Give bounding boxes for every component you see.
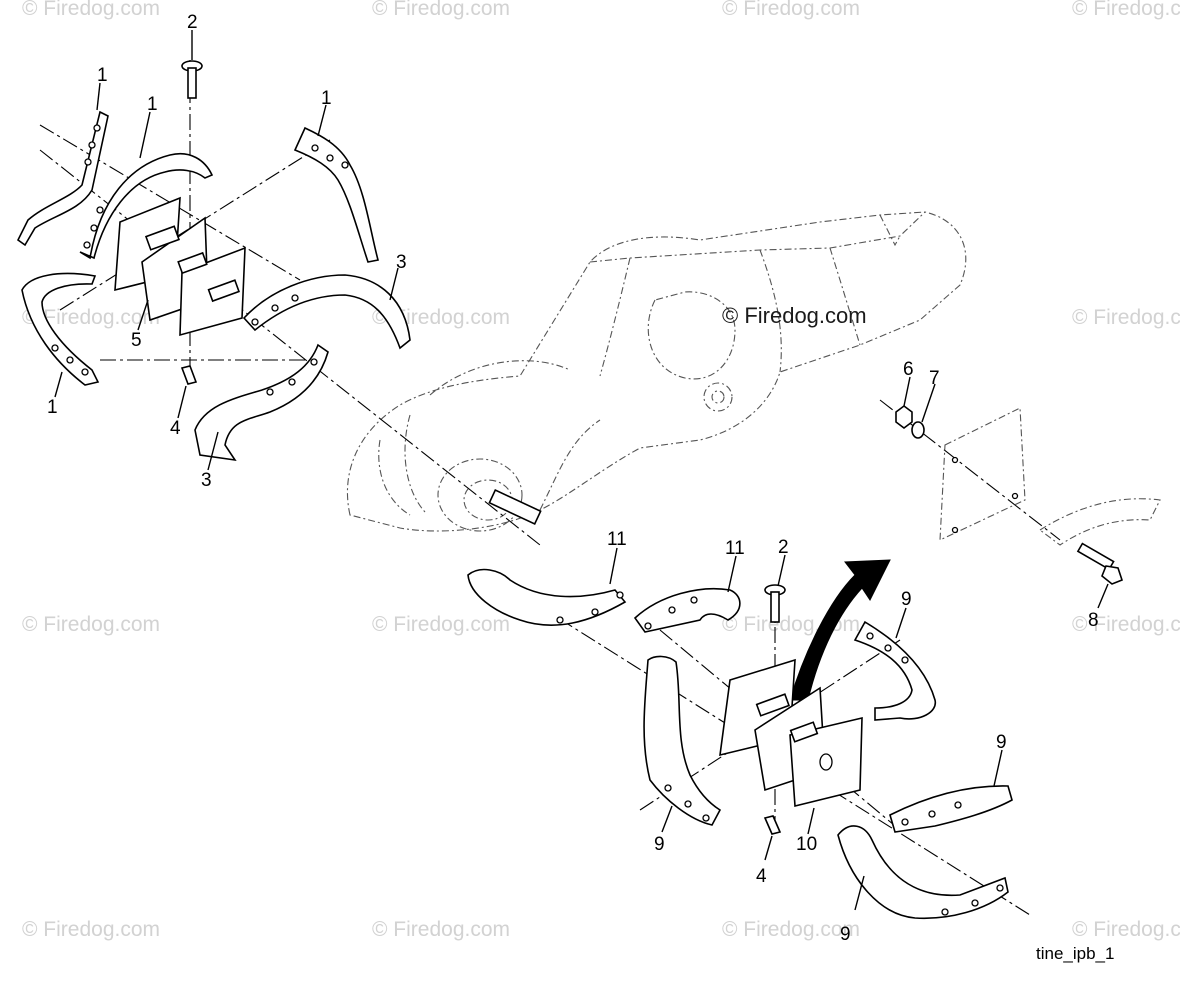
tine-part-1 [21, 272, 100, 386]
tine-part-1 [293, 126, 379, 263]
callout-3b: 3 [201, 470, 212, 491]
flange-plate-phantom [939, 407, 1026, 541]
tine-part-9 [837, 825, 1009, 920]
callout-9b: 9 [996, 732, 1007, 753]
assembly-axes [39, 60, 1061, 916]
clevis-pin-2 [181, 60, 203, 99]
callout-10: 10 [796, 834, 817, 855]
lock-washer-7 [911, 421, 925, 439]
tine-part-9 [643, 655, 722, 826]
rotation-arrow [789, 559, 891, 701]
callout-numbers: 1 1 1 1 2 2 3 3 4 4 5 6 7 8 9 9 9 9 10 1… [47, 12, 1099, 945]
callout-3a: 3 [396, 252, 407, 273]
watermark-center: © Firedog.com [722, 303, 867, 328]
callout-2a: 2 [187, 12, 198, 33]
diagram-code-label: tine_ipb_1 [1036, 944, 1115, 963]
right-tine-assembly [467, 489, 1013, 920]
callout-5: 5 [131, 330, 142, 351]
tine-part-3 [194, 343, 329, 462]
callout-9c: 9 [654, 834, 665, 855]
nut-6 [895, 405, 913, 429]
callout-7: 7 [929, 368, 940, 389]
callout-1a: 1 [97, 65, 108, 86]
callout-1d: 1 [47, 397, 58, 418]
callout-8: 8 [1088, 610, 1099, 631]
tine-part-9 [853, 620, 936, 721]
tine-part-9 [889, 785, 1013, 833]
callout-1c: 1 [321, 88, 332, 109]
tine-part-11 [633, 587, 741, 633]
callout-9a: 9 [901, 589, 912, 610]
callout-4b: 4 [756, 866, 767, 887]
clevis-pin-2 [764, 584, 786, 623]
callout-6: 6 [903, 359, 914, 380]
callout-11b: 11 [725, 538, 745, 559]
callout-9d: 9 [840, 924, 851, 945]
left-tine-assembly [16, 60, 411, 462]
hairpin-clip-4 [180, 365, 198, 385]
bolt-8 [1076, 542, 1123, 585]
tine-phantom [1039, 498, 1161, 546]
callout-1b: 1 [147, 94, 158, 115]
hardware-group [895, 405, 1161, 585]
leader-lines [54, 30, 1109, 911]
tine-part-11 [467, 568, 627, 626]
tine-part-3 [242, 274, 411, 350]
gearbox-housing [346, 211, 967, 532]
tine-part-1 [16, 110, 109, 247]
tine-part-1 [79, 153, 214, 260]
callout-4a: 4 [170, 418, 181, 439]
callout-2b: 2 [778, 537, 789, 558]
callout-11a: 11 [607, 529, 627, 550]
hairpin-clip-4 [763, 815, 782, 835]
